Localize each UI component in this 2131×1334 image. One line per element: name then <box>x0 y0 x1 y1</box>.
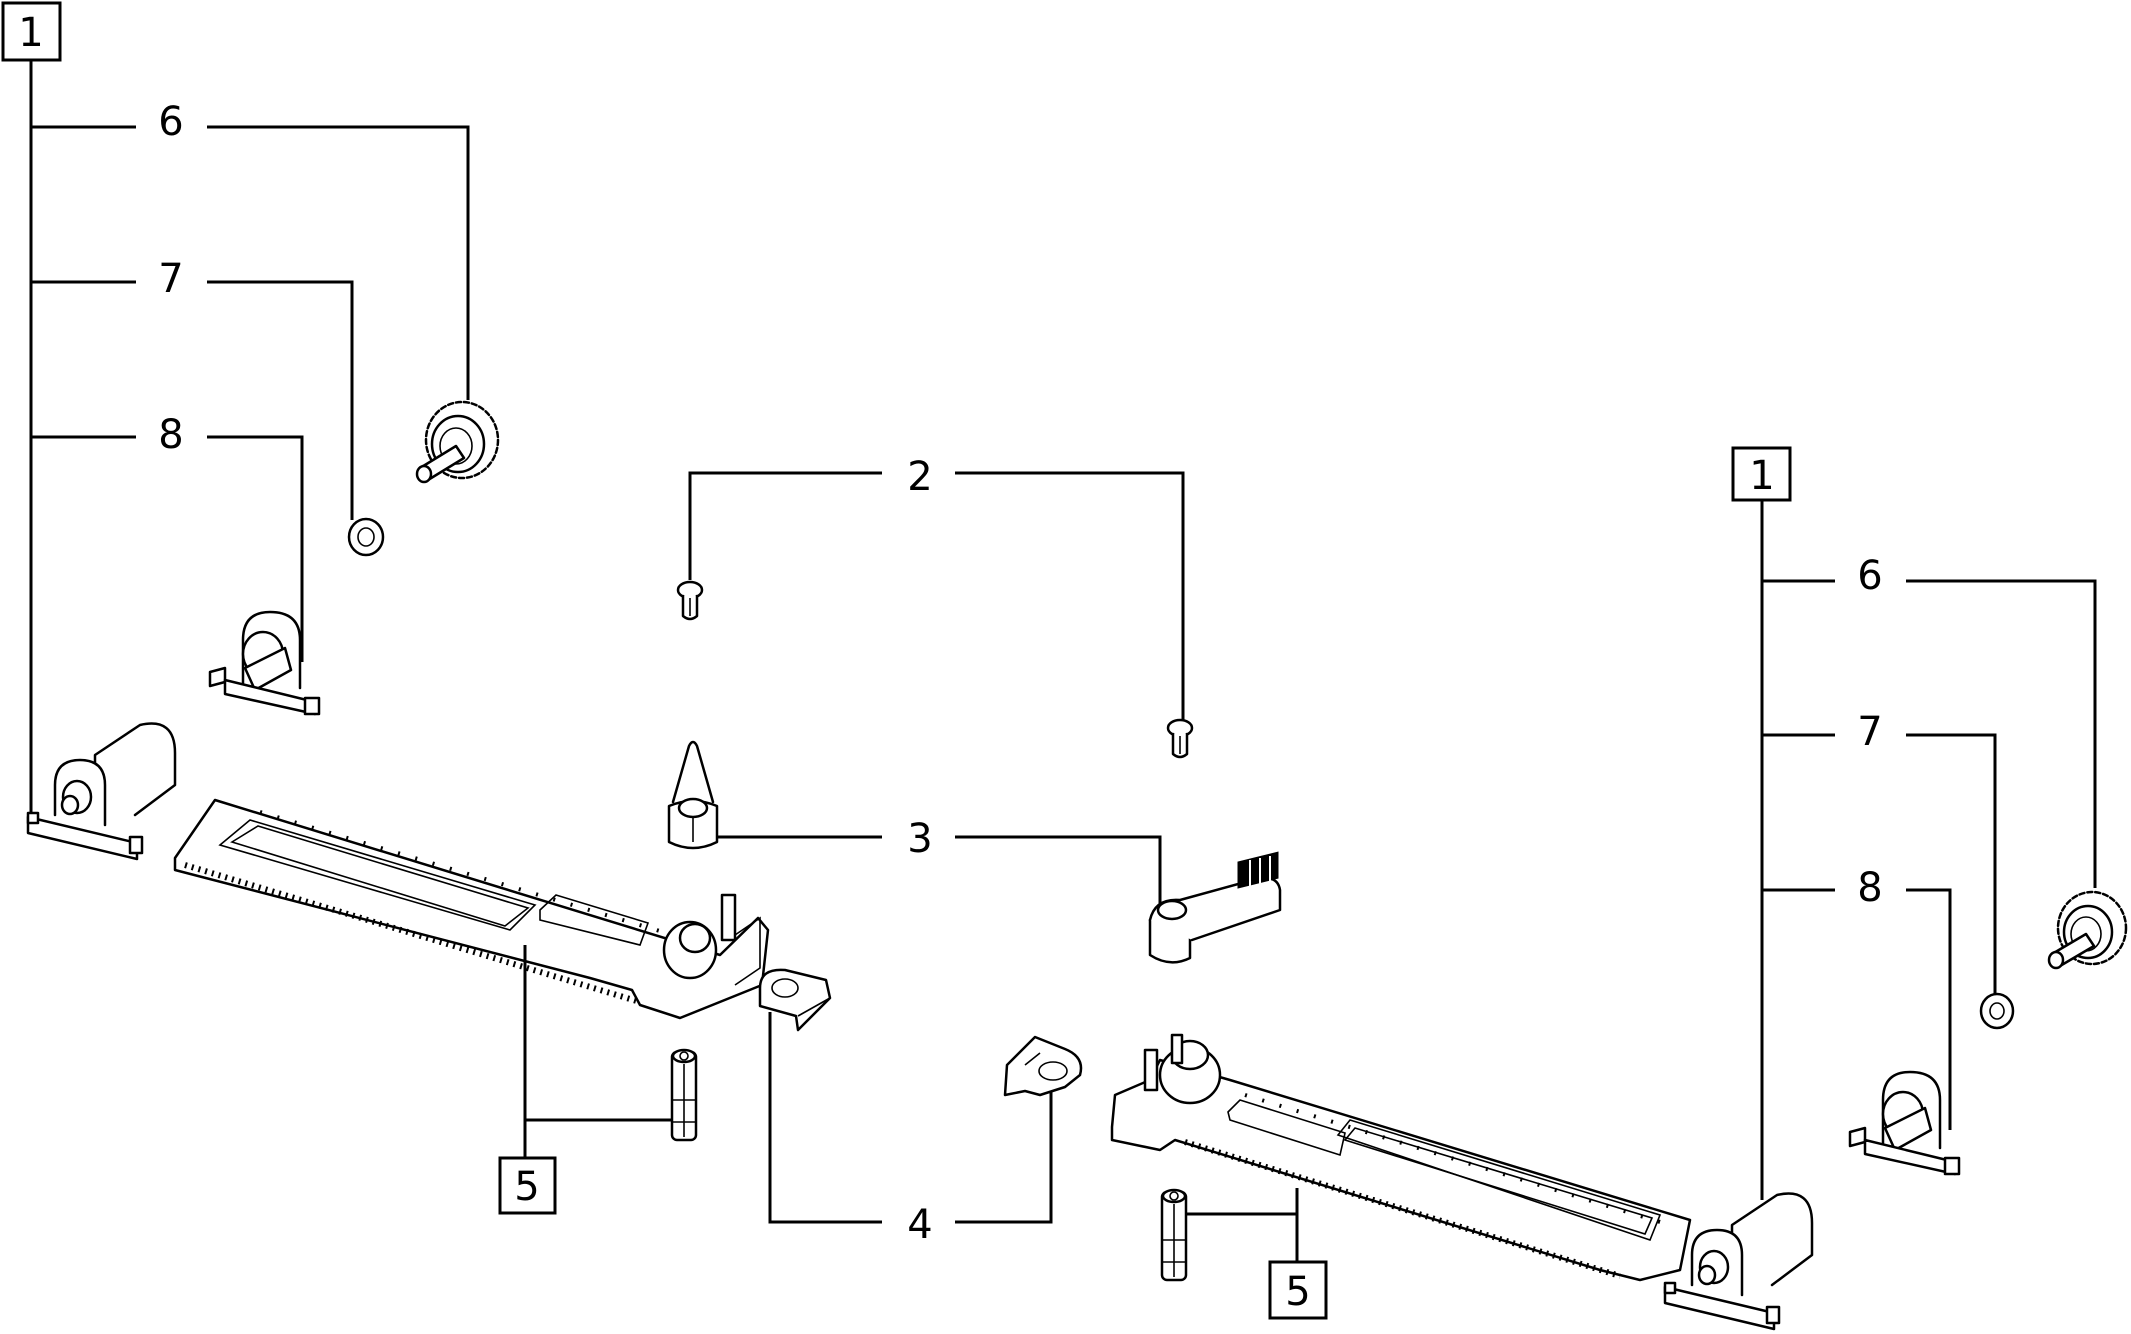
stop-piece-icon-left <box>758 968 832 1032</box>
callout-label-6-left: 6 <box>158 99 183 145</box>
callout-2: 2 <box>688 454 1185 720</box>
callout-4: 4 <box>768 1012 1053 1248</box>
callout-label-5-right: 5 <box>1285 1269 1310 1315</box>
callout-1-right: 1 <box>1731 446 1792 1200</box>
callout-box-1-right <box>1731 446 1792 502</box>
callout-label-8-right: 8 <box>1857 865 1882 911</box>
washer-icon-right <box>1979 992 2015 1030</box>
washer-icon-left <box>347 517 385 557</box>
callout-5-left: 5 <box>498 945 672 1215</box>
knurled-knob-icon-left <box>415 400 500 484</box>
callout-3: 3 <box>717 816 1162 912</box>
clamping-lever-icon <box>1148 851 1282 964</box>
stop-piece-icon-right <box>1003 1035 1083 1097</box>
callout-label-5-left: 5 <box>514 1164 539 1210</box>
callout-7-left: 7 <box>31 256 354 520</box>
guide-bar-icon-left <box>173 798 770 1020</box>
callout-6-left: 6 <box>31 99 470 400</box>
bearing-bracket-icon-right <box>1848 1070 1961 1176</box>
callout-label-4: 4 <box>907 1202 932 1248</box>
callout-label-1-left: 1 <box>18 10 43 56</box>
callout-label-2: 2 <box>907 454 932 500</box>
callout-label-6-right: 6 <box>1857 553 1882 599</box>
callout-8-right: 8 <box>1762 865 1952 1130</box>
callout-1-left: 1 <box>1 1 62 832</box>
centering-cone-icon <box>667 740 719 850</box>
callout-8-left: 8 <box>31 412 304 662</box>
callout-label-1-right: 1 <box>1749 453 1774 499</box>
pin-icon-right <box>1160 1188 1188 1282</box>
screw-icon-2 <box>1166 718 1194 759</box>
knurled-knob-icon-right <box>2047 890 2128 970</box>
callout-label-8-left: 8 <box>158 412 183 458</box>
guide-bar-icon-right <box>1110 1033 1692 1282</box>
callout-box-5-left <box>498 1156 557 1215</box>
bearing-bracket-icon-left <box>208 610 321 716</box>
callout-box-5-right <box>1268 1260 1328 1320</box>
screw-icon-1 <box>676 580 704 621</box>
callout-label-7-left: 7 <box>158 256 183 302</box>
callout-label-3: 3 <box>907 816 932 862</box>
callout-label-7-right: 7 <box>1857 709 1882 755</box>
pin-icon-left <box>670 1048 698 1142</box>
callout-5-right: 5 <box>1186 1188 1328 1320</box>
end-cap-icon-right <box>1663 1192 1814 1331</box>
end-cap-icon-left <box>26 722 177 861</box>
callout-7-right: 7 <box>1762 709 1997 995</box>
callout-6-right: 6 <box>1762 553 2097 888</box>
